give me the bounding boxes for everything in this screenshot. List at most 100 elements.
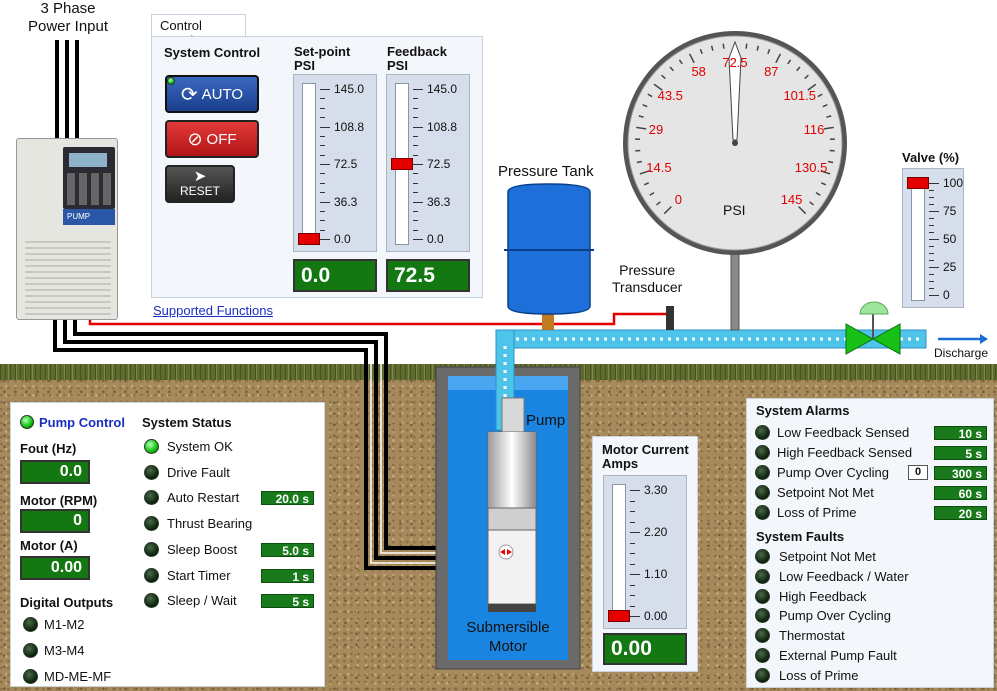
slider-tick-label: 108.8 bbox=[334, 119, 365, 134]
fault-led bbox=[755, 667, 770, 683]
gauge-tick bbox=[817, 93, 823, 98]
gauge-scale-label: 72.5 bbox=[722, 55, 748, 70]
pump-control-panel: Pump Control Fout (Hz) 0.0 Motor (RPM) 0… bbox=[10, 402, 325, 687]
slider-tick bbox=[929, 253, 934, 254]
gauge-tick bbox=[787, 59, 792, 65]
gauge-tick bbox=[798, 206, 807, 215]
slider-tick bbox=[929, 190, 934, 191]
gauge-tick bbox=[653, 83, 663, 91]
slider-tick bbox=[413, 220, 418, 222]
slider-tick bbox=[630, 553, 635, 554]
gauge-tick bbox=[699, 48, 703, 55]
slider-tick-label: 108.8 bbox=[427, 119, 458, 134]
gauge-tick bbox=[636, 126, 647, 130]
gauge-tick bbox=[775, 53, 782, 64]
gauge-tick bbox=[678, 59, 683, 65]
slider-tick bbox=[413, 192, 418, 194]
slider-tick bbox=[630, 574, 640, 575]
slider-tick-label: 1.10 bbox=[644, 567, 668, 581]
slider-tick bbox=[320, 164, 330, 165]
slider-tick bbox=[630, 595, 635, 596]
slider-thumb[interactable] bbox=[907, 177, 929, 189]
slider-tick bbox=[413, 117, 418, 119]
discharge-label: Discharge bbox=[934, 346, 989, 360]
slider-thumb[interactable] bbox=[391, 158, 413, 170]
slider-tick bbox=[630, 605, 635, 607]
valve-title: Valve (%) bbox=[902, 150, 960, 165]
status-label: Drive Fault bbox=[167, 464, 230, 480]
supported-functions-link[interactable]: Supported Functions bbox=[153, 303, 273, 318]
gauge-tick bbox=[820, 170, 831, 175]
gauge-scale-label: 101.5 bbox=[783, 87, 816, 103]
setpoint-readout: 0.0 bbox=[293, 259, 377, 292]
slider-tick bbox=[413, 135, 418, 137]
slider-tick-label: 25 bbox=[943, 260, 957, 274]
slider-tick bbox=[320, 229, 325, 231]
fault-led bbox=[755, 568, 770, 584]
status-led bbox=[144, 567, 159, 583]
off-icon: ⊘ bbox=[187, 128, 203, 149]
feedback-title: Feedback PSI bbox=[387, 44, 447, 73]
slider-tick bbox=[929, 204, 934, 205]
slider-tick-label: 0 bbox=[943, 288, 950, 302]
off-button[interactable]: ⊘OFF bbox=[165, 120, 259, 158]
slider-tick bbox=[320, 107, 325, 109]
gauge-scale-label: 43.5 bbox=[657, 87, 683, 103]
slider-tick bbox=[929, 197, 934, 198]
gauge-tick bbox=[710, 45, 714, 51]
gauge-tick bbox=[826, 115, 832, 118]
gauge-tick bbox=[688, 53, 695, 64]
setpoint-title: Set-point PSI bbox=[294, 44, 351, 73]
slider-thumb[interactable] bbox=[298, 233, 320, 245]
alarm-timer: 20 s bbox=[934, 506, 987, 521]
slider-track bbox=[612, 484, 626, 622]
alarm-timer: 60 s bbox=[934, 486, 987, 501]
slider-tick bbox=[320, 135, 325, 137]
vfd-drive[interactable]: PUMP bbox=[16, 138, 118, 320]
gauge-tick bbox=[820, 182, 827, 186]
slider-tick bbox=[320, 89, 330, 90]
auto-indicator-led bbox=[167, 77, 175, 85]
slider-tick bbox=[320, 145, 325, 147]
status-led bbox=[144, 464, 159, 480]
slider-tick bbox=[413, 239, 423, 240]
fault-label: Low Feedback / Water bbox=[779, 568, 909, 584]
power-input-label: 3 Phase Power Input bbox=[27, 0, 109, 35]
slider-thumb[interactable] bbox=[608, 610, 630, 622]
fault-label: Setpoint Not Met bbox=[779, 549, 876, 564]
slider-track bbox=[911, 177, 925, 301]
slider-tick-label: 50 bbox=[943, 232, 957, 246]
gauge-scale-label: 145 bbox=[780, 191, 803, 207]
gauge-scale-label: 29 bbox=[648, 122, 664, 138]
gauge-tick bbox=[745, 43, 748, 49]
slider-tick bbox=[413, 229, 418, 231]
slider-tick bbox=[929, 183, 939, 184]
status-value: 5.0 s bbox=[261, 542, 314, 558]
gauge-tick bbox=[822, 104, 828, 108]
slider-tick bbox=[413, 182, 418, 184]
slider-tick bbox=[413, 145, 418, 147]
pump-label: Pump bbox=[526, 412, 566, 429]
slider-track bbox=[302, 83, 316, 245]
amps-readout: 0.00 bbox=[20, 556, 90, 580]
reset-button[interactable]: ➤RESET bbox=[165, 165, 235, 203]
slider-tick-label: 100 bbox=[943, 176, 964, 190]
slider-tick bbox=[320, 192, 325, 194]
slider-tick bbox=[320, 117, 325, 119]
slider-tick-label: 36.3 bbox=[427, 194, 451, 209]
status-led bbox=[144, 593, 159, 609]
tab-control-panel[interactable]: Control Panel bbox=[151, 14, 246, 48]
gauge-tick bbox=[661, 74, 666, 80]
auto-button[interactable]: ⟳AUTO bbox=[165, 75, 259, 113]
slider-tick bbox=[929, 246, 934, 247]
slider-tick bbox=[630, 563, 635, 565]
status-label: Thrust Bearing bbox=[167, 516, 253, 532]
output-led bbox=[23, 617, 38, 632]
slider-tick bbox=[630, 532, 640, 533]
